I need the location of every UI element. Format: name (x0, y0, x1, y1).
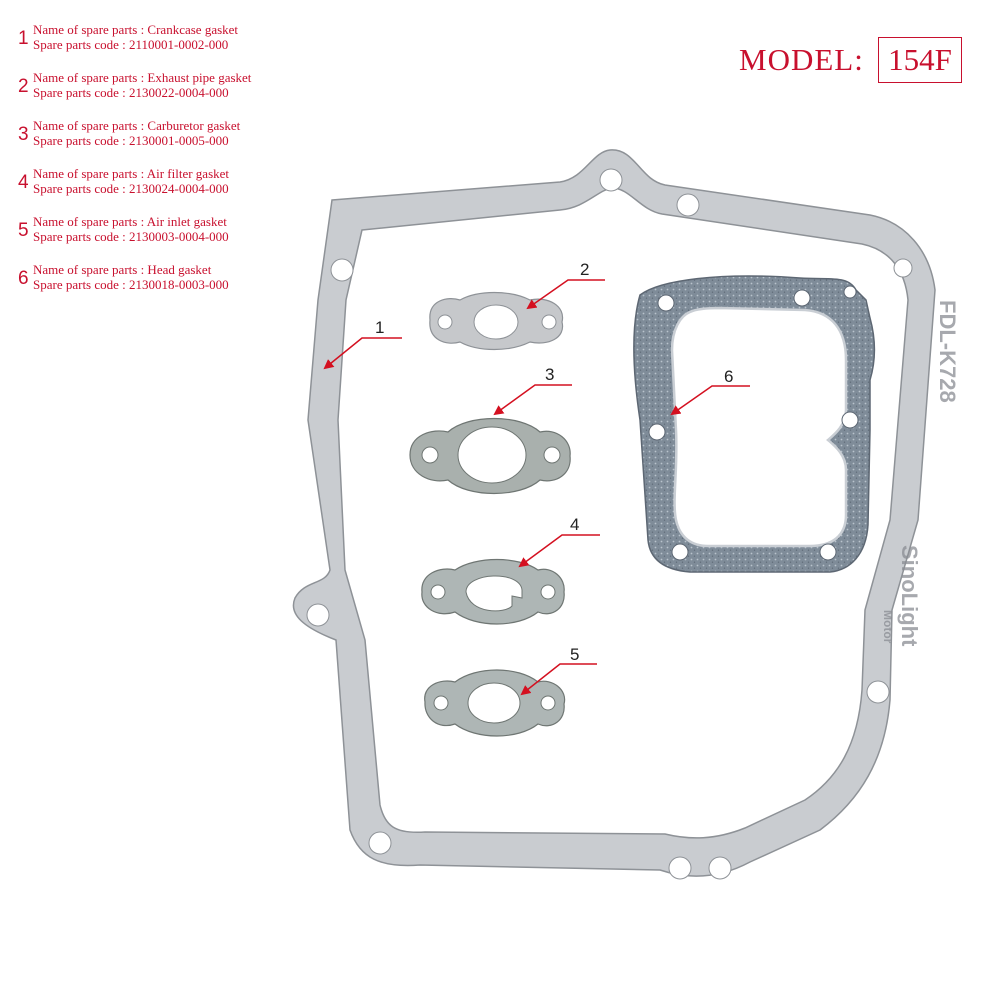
callout-label: 3 (545, 365, 554, 384)
gasket-marking-motor: Motor (881, 610, 895, 644)
bolt-hole (671, 543, 689, 561)
model-label: MODEL: (739, 42, 864, 77)
bolt-hole (430, 584, 446, 600)
part-name: Name of spare parts : Crankcase gasket (33, 22, 239, 37)
part-number: 1 (18, 28, 29, 49)
bolt-hole (841, 411, 859, 429)
gasket-marking-fdl: FDL-K728 (935, 300, 960, 403)
part-code: Spare parts code : 2130003-0004-000 (33, 229, 229, 244)
callout-arrow (520, 663, 597, 696)
callout-3: 3 (493, 365, 572, 416)
gasket-marking-sinolight: SinoLight (897, 545, 922, 647)
callout-5: 5 (520, 645, 597, 696)
part-entry-1: 1 Name of spare parts : Crankcase gasket… (18, 22, 338, 70)
part-name: Name of spare parts : Air inlet gasket (33, 214, 227, 229)
parts-list: 1 Name of spare parts : Crankcase gasket… (18, 22, 338, 310)
model-value: 154F (878, 37, 962, 83)
bolt-hole (819, 543, 837, 561)
bolt-hole (668, 856, 692, 880)
bolt-hole (306, 603, 330, 627)
gasket-port (457, 426, 527, 484)
part-code: Spare parts code : 2130022-0004-000 (33, 85, 229, 100)
callout-label: 2 (580, 260, 589, 279)
bolt-hole (433, 695, 449, 711)
bolt-hole (843, 285, 857, 299)
bolt-hole (599, 168, 623, 192)
head-gasket (633, 275, 876, 573)
bolt-hole (648, 423, 666, 441)
part-number: 2 (18, 76, 29, 97)
bolt-hole (793, 289, 811, 307)
part-entry-6: 6 Name of spare parts : Head gasket Spar… (18, 262, 338, 310)
carburetor-gasket (409, 418, 571, 494)
callout-arrow (493, 384, 572, 416)
callout-4: 4 (518, 515, 600, 568)
bolt-hole (437, 314, 453, 330)
bolt-hole (543, 446, 561, 464)
part-name: Name of spare parts : Carburetor gasket (33, 118, 241, 133)
part-code: Spare parts code : 2130024-0004-000 (33, 181, 229, 196)
callout-1: 1 (323, 318, 402, 370)
bolt-hole (421, 446, 439, 464)
part-name: Name of spare parts : Exhaust pipe gaske… (33, 70, 252, 85)
callout-arrow (670, 385, 750, 416)
part-name: Name of spare parts : Head gasket (33, 262, 212, 277)
callout-label: 6 (724, 367, 733, 386)
bolt-hole (676, 193, 700, 217)
callout-label: 1 (375, 318, 384, 337)
part-entry-4: 4 Name of spare parts : Air filter gaske… (18, 166, 338, 214)
callout-label: 4 (570, 515, 579, 534)
part-entry-5: 5 Name of spare parts : Air inlet gasket… (18, 214, 338, 262)
bolt-hole (368, 831, 392, 855)
air-filter-gasket (421, 558, 565, 625)
gasket-port (467, 682, 521, 724)
callout-2: 2 (526, 260, 605, 310)
part-number: 5 (18, 220, 29, 241)
bolt-hole (541, 314, 557, 330)
crankcase-gasket: FDL-K728 SinoLight Motor (292, 149, 960, 880)
bolt-hole (866, 680, 890, 704)
part-name: Name of spare parts : Air filter gasket (33, 166, 230, 181)
bolt-hole (540, 695, 556, 711)
part-code: Spare parts code : 2130018-0003-000 (33, 277, 229, 292)
callout-label: 5 (570, 645, 579, 664)
bolt-hole (330, 258, 354, 282)
gasket-port (473, 304, 519, 340)
callout-arrow (526, 279, 605, 310)
gasket-port (465, 575, 523, 612)
part-number: 4 (18, 172, 29, 193)
bolt-hole (893, 258, 913, 278)
part-number: 6 (18, 268, 29, 289)
part-code: Spare parts code : 2110001-0002-000 (33, 37, 229, 52)
part-number: 3 (18, 124, 29, 145)
exhaust-pipe-gasket (429, 291, 564, 351)
bolt-hole (540, 584, 556, 600)
part-entry-3: 3 Name of spare parts : Carburetor gaske… (18, 118, 338, 166)
callout-arrow (518, 534, 600, 568)
callout-6: 6 (670, 367, 750, 416)
bolt-hole (708, 856, 732, 880)
air-inlet-gasket (424, 669, 566, 737)
part-code: Spare parts code : 2130001-0005-000 (33, 133, 229, 148)
bolt-hole (657, 294, 675, 312)
part-entry-2: 2 Name of spare parts : Exhaust pipe gas… (18, 70, 338, 118)
callout-arrow (323, 337, 402, 370)
